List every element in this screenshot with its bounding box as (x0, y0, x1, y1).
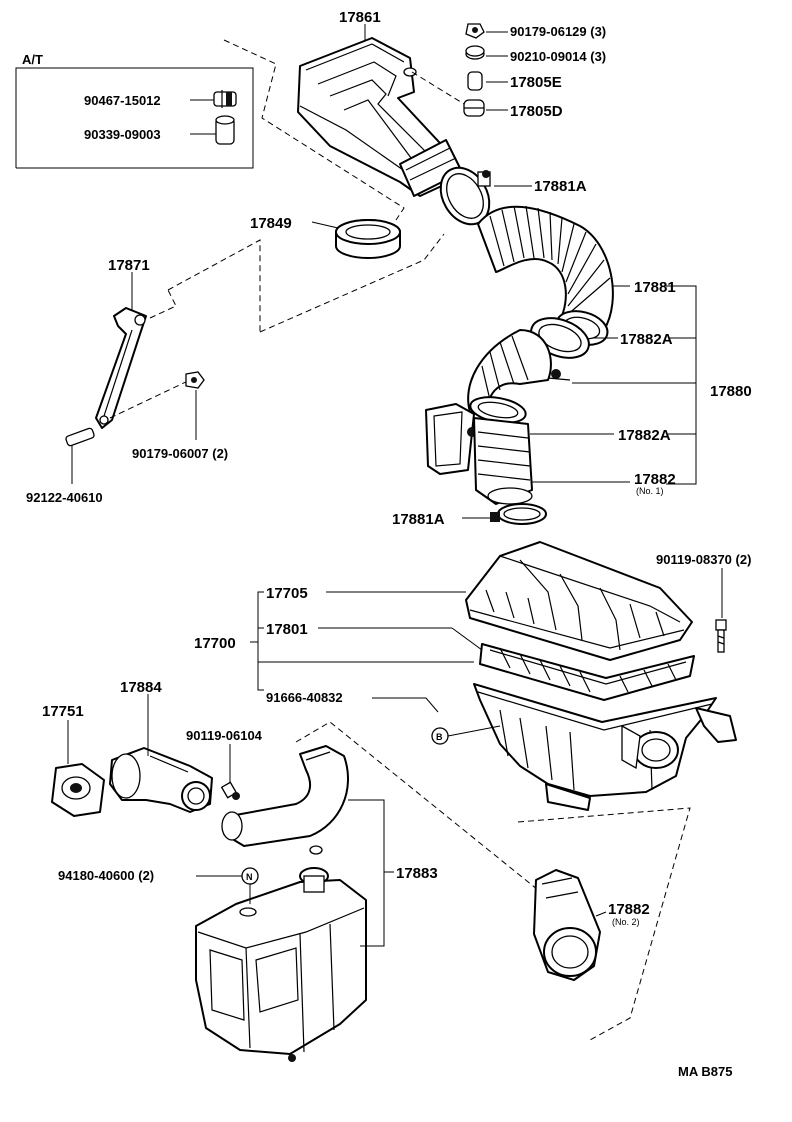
callout-17882a-bottom: 17882A (618, 427, 671, 444)
callout-17751: 17751 (42, 703, 84, 720)
dashed-guide-17882-no2 (517, 807, 691, 1041)
callout-90179-06007: 90179-06007 (2) (132, 446, 228, 461)
callout-17882-no1-sub: (No. 1) (636, 486, 664, 496)
inlet-duct-17884 (109, 747, 213, 813)
nut-90179-06007 (185, 371, 205, 389)
grommet-17805d (463, 99, 485, 117)
dashed-guide-17871 (149, 289, 177, 319)
at-inset-box: A/T 90467-15012 90339-09003 (15, 52, 254, 169)
callout-90119-08370: 90119-08370 (2) (656, 552, 751, 567)
callout-17705: 17705 (266, 585, 308, 602)
dashed-guide-17849-b (167, 239, 261, 332)
callout-90339-09003: 90339-09003 (84, 127, 161, 142)
clamp-part-90467 (213, 90, 237, 108)
intake-resonator-17861 (297, 37, 463, 197)
callout-17880: 17880 (710, 383, 752, 400)
bolt-90119-08370 (715, 619, 727, 653)
bracket-17883 (348, 799, 385, 947)
callout-94180-40600: 94180-40600 (2) (58, 868, 154, 883)
callout-17801: 17801 (266, 621, 308, 638)
marker-b: B (431, 727, 449, 745)
at-group-label: A/T (22, 52, 43, 67)
callout-17881: 17881 (634, 279, 676, 296)
callout-17700: 17700 (194, 635, 236, 652)
callout-17882a-top: 17882A (620, 331, 673, 348)
seal-ring-17849 (335, 219, 401, 259)
diagram-code: MA B875 (678, 1064, 732, 1079)
marker-b-label: B (436, 732, 443, 742)
hose-clamp-17881a-bottom (490, 503, 547, 525)
callout-17884: 17884 (120, 679, 162, 696)
callout-90119-06104: 90119-06104 (186, 728, 263, 743)
intake-hose-17880 (467, 329, 571, 413)
air-cleaner-case (473, 683, 737, 811)
callout-90210-09014: 90210-09014 (3) (510, 49, 606, 64)
hose-17882-no1 (473, 417, 533, 505)
bracket-17700 (257, 591, 264, 691)
dashed-guide-inset (223, 39, 405, 221)
air-filter-element-17801 (479, 643, 695, 701)
grommet-17751 (51, 763, 105, 817)
callout-17883: 17883 (396, 865, 438, 882)
intake-duct-17883 (221, 745, 349, 855)
callout-17805d: 17805D (510, 103, 563, 120)
callout-92122-40610: 92122-40610 (26, 490, 103, 505)
dashed-guide-17871-b (109, 379, 191, 419)
resonator-side-box (425, 403, 475, 475)
callout-17881a-bottom: 17881A (392, 511, 445, 528)
grommet-17805e (467, 71, 483, 91)
callout-17849: 17849 (250, 215, 292, 232)
callout-90179-06129: 90179-06129 (3) (510, 24, 606, 39)
callout-90467-15012: 90467-15012 (84, 93, 161, 108)
callout-17861: 17861 (339, 9, 381, 26)
callout-17882-no1: 17882 (634, 471, 676, 488)
callout-17882-no2-sub: (No. 2) (612, 917, 640, 927)
callout-17871: 17871 (108, 257, 150, 274)
marker-n: N (241, 867, 259, 885)
hose-clamp-17881a-top (439, 166, 491, 226)
washer-90210-09014 (465, 45, 485, 60)
marker-n-label: N (246, 872, 253, 882)
dashed-guide-fasteners (411, 71, 465, 105)
dashed-guide-17849 (259, 233, 445, 333)
pin-92122-40610 (65, 427, 95, 447)
callout-17881a-top: 17881A (534, 178, 587, 195)
callout-17882-no2: 17882 (608, 901, 650, 918)
air-cleaner-cap-17705 (465, 541, 693, 661)
nut-90179-06129 (465, 23, 485, 39)
callout-91666-40832: 91666-40832 (266, 690, 343, 705)
sleeve-part-90339 (215, 115, 235, 145)
bracket-17871 (95, 307, 147, 429)
callout-17805e: 17805E (510, 74, 562, 91)
resonator-tank-17883 (195, 867, 367, 1062)
bolt-90119-06104 (220, 781, 240, 800)
bracket-17880 (666, 285, 697, 485)
hose-17882-no2 (533, 869, 601, 981)
